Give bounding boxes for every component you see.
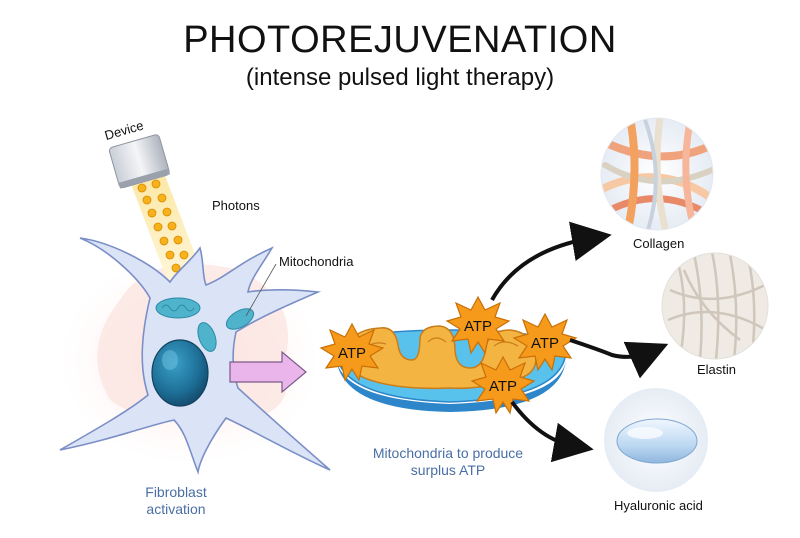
arrow-to-hyaluronic [510,400,594,463]
photon [153,222,163,232]
nucleus [151,339,209,407]
atp-burst: ATP [512,312,578,372]
photon [173,235,183,245]
collagen-illustration [600,117,714,231]
fibroblast-caption: Fibroblast activation [128,484,224,518]
fibroblast-caption-line1: Fibroblast [145,484,207,500]
arrow-to-elastin [569,338,669,379]
arrow-to-collagen [490,221,612,301]
atp-label: ATP [489,378,517,395]
photon [171,263,181,273]
mitochondria-caption: Mitochondria to produce surplus ATP [358,445,538,479]
atp-burst: ATP [470,355,536,415]
mitochondria-caption-line2: surplus ATP [410,462,486,478]
atp-label: ATP [464,318,492,335]
mitochondrion [197,322,217,352]
photon [137,183,147,193]
fibroblast-caption-line2: activation [146,501,206,517]
photon [157,193,167,203]
atp-label: ATP [338,345,366,362]
photons-label: Photons [212,198,260,213]
photon [147,208,157,218]
atp-label: ATP [531,335,559,352]
photon [162,207,172,217]
mitochondria-label: Mitochondria [279,254,354,269]
photon [167,221,177,231]
hyaluronic-label: Hyaluronic acid [614,498,703,513]
device-icon [108,134,171,189]
photon [142,195,152,205]
photon [159,236,169,246]
collagen-label: Collagen [633,236,685,251]
page-title: PHOTOREJUVENATION [183,19,617,61]
photon [151,179,161,189]
elastin-label: Elastin [697,362,737,377]
elastin-illustration [661,252,769,360]
photon [179,250,189,260]
mitochondria-pointer [245,263,277,317]
pink-arrow [229,350,307,394]
atp-burst: ATP [445,295,511,355]
page-subtitle: (intense pulsed light therapy) [245,64,555,91]
hyaluronic-illustration [604,388,708,492]
mitochondria-caption-line1: Mitochondria to produce [372,445,524,461]
photon [165,250,175,260]
atp-burst: ATP [319,322,385,382]
photons-group [137,179,190,274]
